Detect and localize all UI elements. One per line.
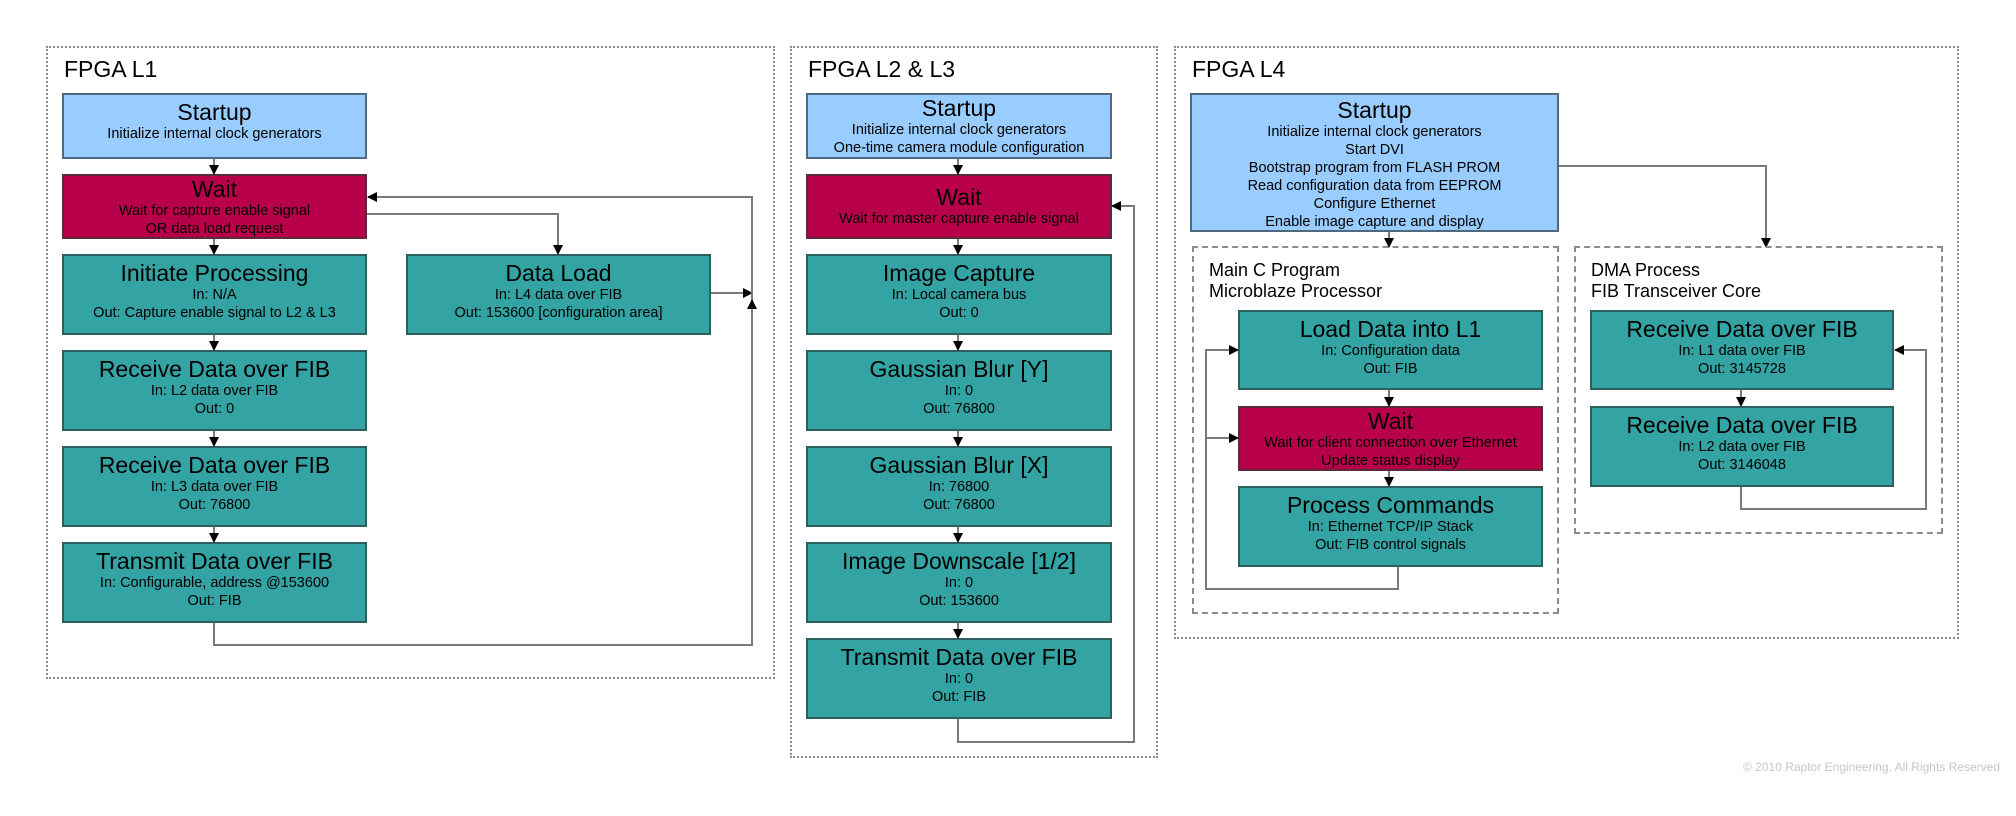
box-line: In: 76800 xyxy=(928,479,990,495)
l2-downscale-box: Image Downscale [1/2] In: 0 Out: 153600 xyxy=(806,542,1112,623)
frame-fpga-l4: FPGA L4 xyxy=(1174,46,1959,639)
box-line: In: Configurable, address @153600 xyxy=(99,575,330,591)
box-title: Startup xyxy=(1337,97,1412,123)
copyright-notice: © 2010 Raptor Engineering, All Rights Re… xyxy=(1743,760,2000,774)
box-line: In: N/A xyxy=(192,287,237,303)
dma-receive-l2-box: Receive Data over FIB In: L2 data over F… xyxy=(1590,406,1894,487)
box-line: Out: 0 xyxy=(194,401,235,417)
l2-capture-box: Image Capture In: Local camera bus Out: … xyxy=(806,254,1112,335)
box-title: Wait xyxy=(191,176,238,202)
box-title: Image Downscale [1/2] xyxy=(842,548,1076,574)
box-line: Out: 76800 xyxy=(178,497,251,513)
box-line: In: Local camera bus xyxy=(891,287,1027,303)
box-line: In: 0 xyxy=(944,383,974,399)
box-line: In: Configuration data xyxy=(1321,343,1460,359)
box-title: Process Commands xyxy=(1286,492,1495,518)
box-line: Out: 3145728 xyxy=(1698,361,1786,377)
l1-data-load-box: Data Load In: L4 data over FIB Out: 1536… xyxy=(406,254,711,335)
dma-receive-l1-box: Receive Data over FIB In: L1 data over F… xyxy=(1590,310,1894,390)
box-line: In: L4 data over FIB xyxy=(494,287,623,303)
subframe-main-c-program: Main C Program Microblaze Processor xyxy=(1192,246,1559,614)
frame-title: FPGA L1 xyxy=(64,56,158,82)
box-title: Gaussian Blur [X] xyxy=(869,452,1049,478)
box-title: Load Data into L1 xyxy=(1299,316,1482,342)
box-line: In: L3 data over FIB xyxy=(150,479,279,495)
box-title: Transmit Data over FIB xyxy=(96,548,333,574)
box-line: Wait for master capture enable signal xyxy=(839,211,1079,227)
box-title: Receive Data over FIB xyxy=(1626,412,1858,438)
box-title: Data Load xyxy=(505,260,612,286)
box-line: OR data load request xyxy=(145,221,284,237)
box-line: Out: 0 xyxy=(939,305,979,321)
box-title: Wait xyxy=(1367,408,1414,434)
box-line: Start DVI xyxy=(1345,142,1404,158)
box-line: Read configuration data from EEPROM xyxy=(1247,178,1502,194)
box-line: Initialize internal clock generators xyxy=(851,122,1067,138)
box-line: Out: FIB xyxy=(1363,361,1418,377)
l1-transmit-box: Transmit Data over FIB In: Configurable,… xyxy=(62,542,367,623)
subframe-title: Main C Program Microblaze Processor xyxy=(1209,260,1382,302)
box-line: Initialize internal clock generators xyxy=(1267,124,1482,140)
box-title: Wait xyxy=(936,184,982,210)
box-line: In: L2 data over FIB xyxy=(1678,439,1806,455)
frame-title: FPGA L2 & L3 xyxy=(808,56,956,82)
box-line: Enable image capture and display xyxy=(1265,214,1484,230)
l1-receive-l2-box: Receive Data over FIB In: L2 data over F… xyxy=(62,350,367,431)
subframe-title-line: Microblaze Processor xyxy=(1209,281,1383,301)
box-line: Bootstrap program from FLASH PROM xyxy=(1248,160,1501,176)
l1-wait-box: Wait Wait for capture enable signal OR d… xyxy=(62,174,367,239)
box-line: In: L1 data over FIB xyxy=(1678,343,1806,359)
box-line: Update status display xyxy=(1321,453,1460,469)
box-line: In: Ethernet TCP/IP Stack xyxy=(1307,519,1474,535)
box-title: Image Capture xyxy=(882,260,1036,286)
box-line: Configure Ethernet xyxy=(1313,196,1436,212)
mainc-process-box: Process Commands In: Ethernet TCP/IP Sta… xyxy=(1238,486,1543,567)
subframe-title: DMA Process FIB Transceiver Core xyxy=(1591,260,1761,302)
box-line: Out: FIB control signals xyxy=(1315,537,1466,553)
frame-title: FPGA L4 xyxy=(1192,56,1286,82)
subframe-title-line: Main C Program xyxy=(1209,260,1341,280)
l4-startup-box: Startup Initialize internal clock genera… xyxy=(1190,93,1559,232)
box-line: Wait for capture enable signal xyxy=(118,203,311,219)
box-line: Out: Capture enable signal to L2 & L3 xyxy=(93,305,336,321)
l1-startup-box: Startup Initialize internal clock genera… xyxy=(62,93,367,159)
box-title: Receive Data over FIB xyxy=(1626,316,1858,342)
box-line: Initialize internal clock generators xyxy=(107,126,322,142)
l2-blur-y-box: Gaussian Blur [Y] In: 0 Out: 76800 xyxy=(806,350,1112,431)
box-line: Out: 3146048 xyxy=(1698,457,1786,473)
box-line: Out: 153600 xyxy=(919,593,999,609)
l1-receive-l3-box: Receive Data over FIB In: L3 data over F… xyxy=(62,446,367,527)
box-line: In: 0 xyxy=(944,575,974,591)
box-line: Out: 153600 [configuration area] xyxy=(454,305,663,321)
box-title: Initiate Processing xyxy=(120,260,309,286)
l2-transmit-box: Transmit Data over FIB In: 0 Out: FIB xyxy=(806,638,1112,719)
box-line: Out: FIB xyxy=(187,593,242,609)
box-line: Wait for client connection over Ethernet xyxy=(1264,435,1517,451)
l2-blur-x-box: Gaussian Blur [X] In: 76800 Out: 76800 xyxy=(806,446,1112,527)
l2-wait-box: Wait Wait for master capture enable sign… xyxy=(806,174,1112,239)
l2-startup-box: Startup Initialize internal clock genera… xyxy=(806,93,1112,159)
box-line: Out: FIB xyxy=(932,689,986,705)
subframe-title-line: DMA Process xyxy=(1591,260,1701,280)
box-title: Startup xyxy=(921,95,997,121)
mainc-load-box: Load Data into L1 In: Configuration data… xyxy=(1238,310,1543,390)
box-title: Receive Data over FIB xyxy=(98,452,331,478)
box-line: Out: 76800 xyxy=(923,497,995,513)
box-title: Gaussian Blur [Y] xyxy=(869,356,1049,382)
box-line: In: L2 data over FIB xyxy=(150,383,279,399)
box-title: Receive Data over FIB xyxy=(98,356,331,382)
box-line: One-time camera module configuration xyxy=(833,140,1085,156)
subframe-title-line: FIB Transceiver Core xyxy=(1591,281,1762,301)
box-title: Transmit Data over FIB xyxy=(840,644,1078,670)
frame-fpga-l1: FPGA L1 xyxy=(46,46,775,679)
box-title: Startup xyxy=(177,99,252,125)
frame-fpga-l2-l3: FPGA L2 & L3 xyxy=(790,46,1158,758)
box-line: In: 0 xyxy=(944,671,974,687)
mainc-wait-box: Wait Wait for client connection over Eth… xyxy=(1238,406,1543,471)
l1-initiate-box: Initiate Processing In: N/A Out: Capture… xyxy=(62,254,367,335)
box-line: Out: 76800 xyxy=(923,401,995,417)
subframe-dma-process: DMA Process FIB Transceiver Core xyxy=(1574,246,1943,534)
